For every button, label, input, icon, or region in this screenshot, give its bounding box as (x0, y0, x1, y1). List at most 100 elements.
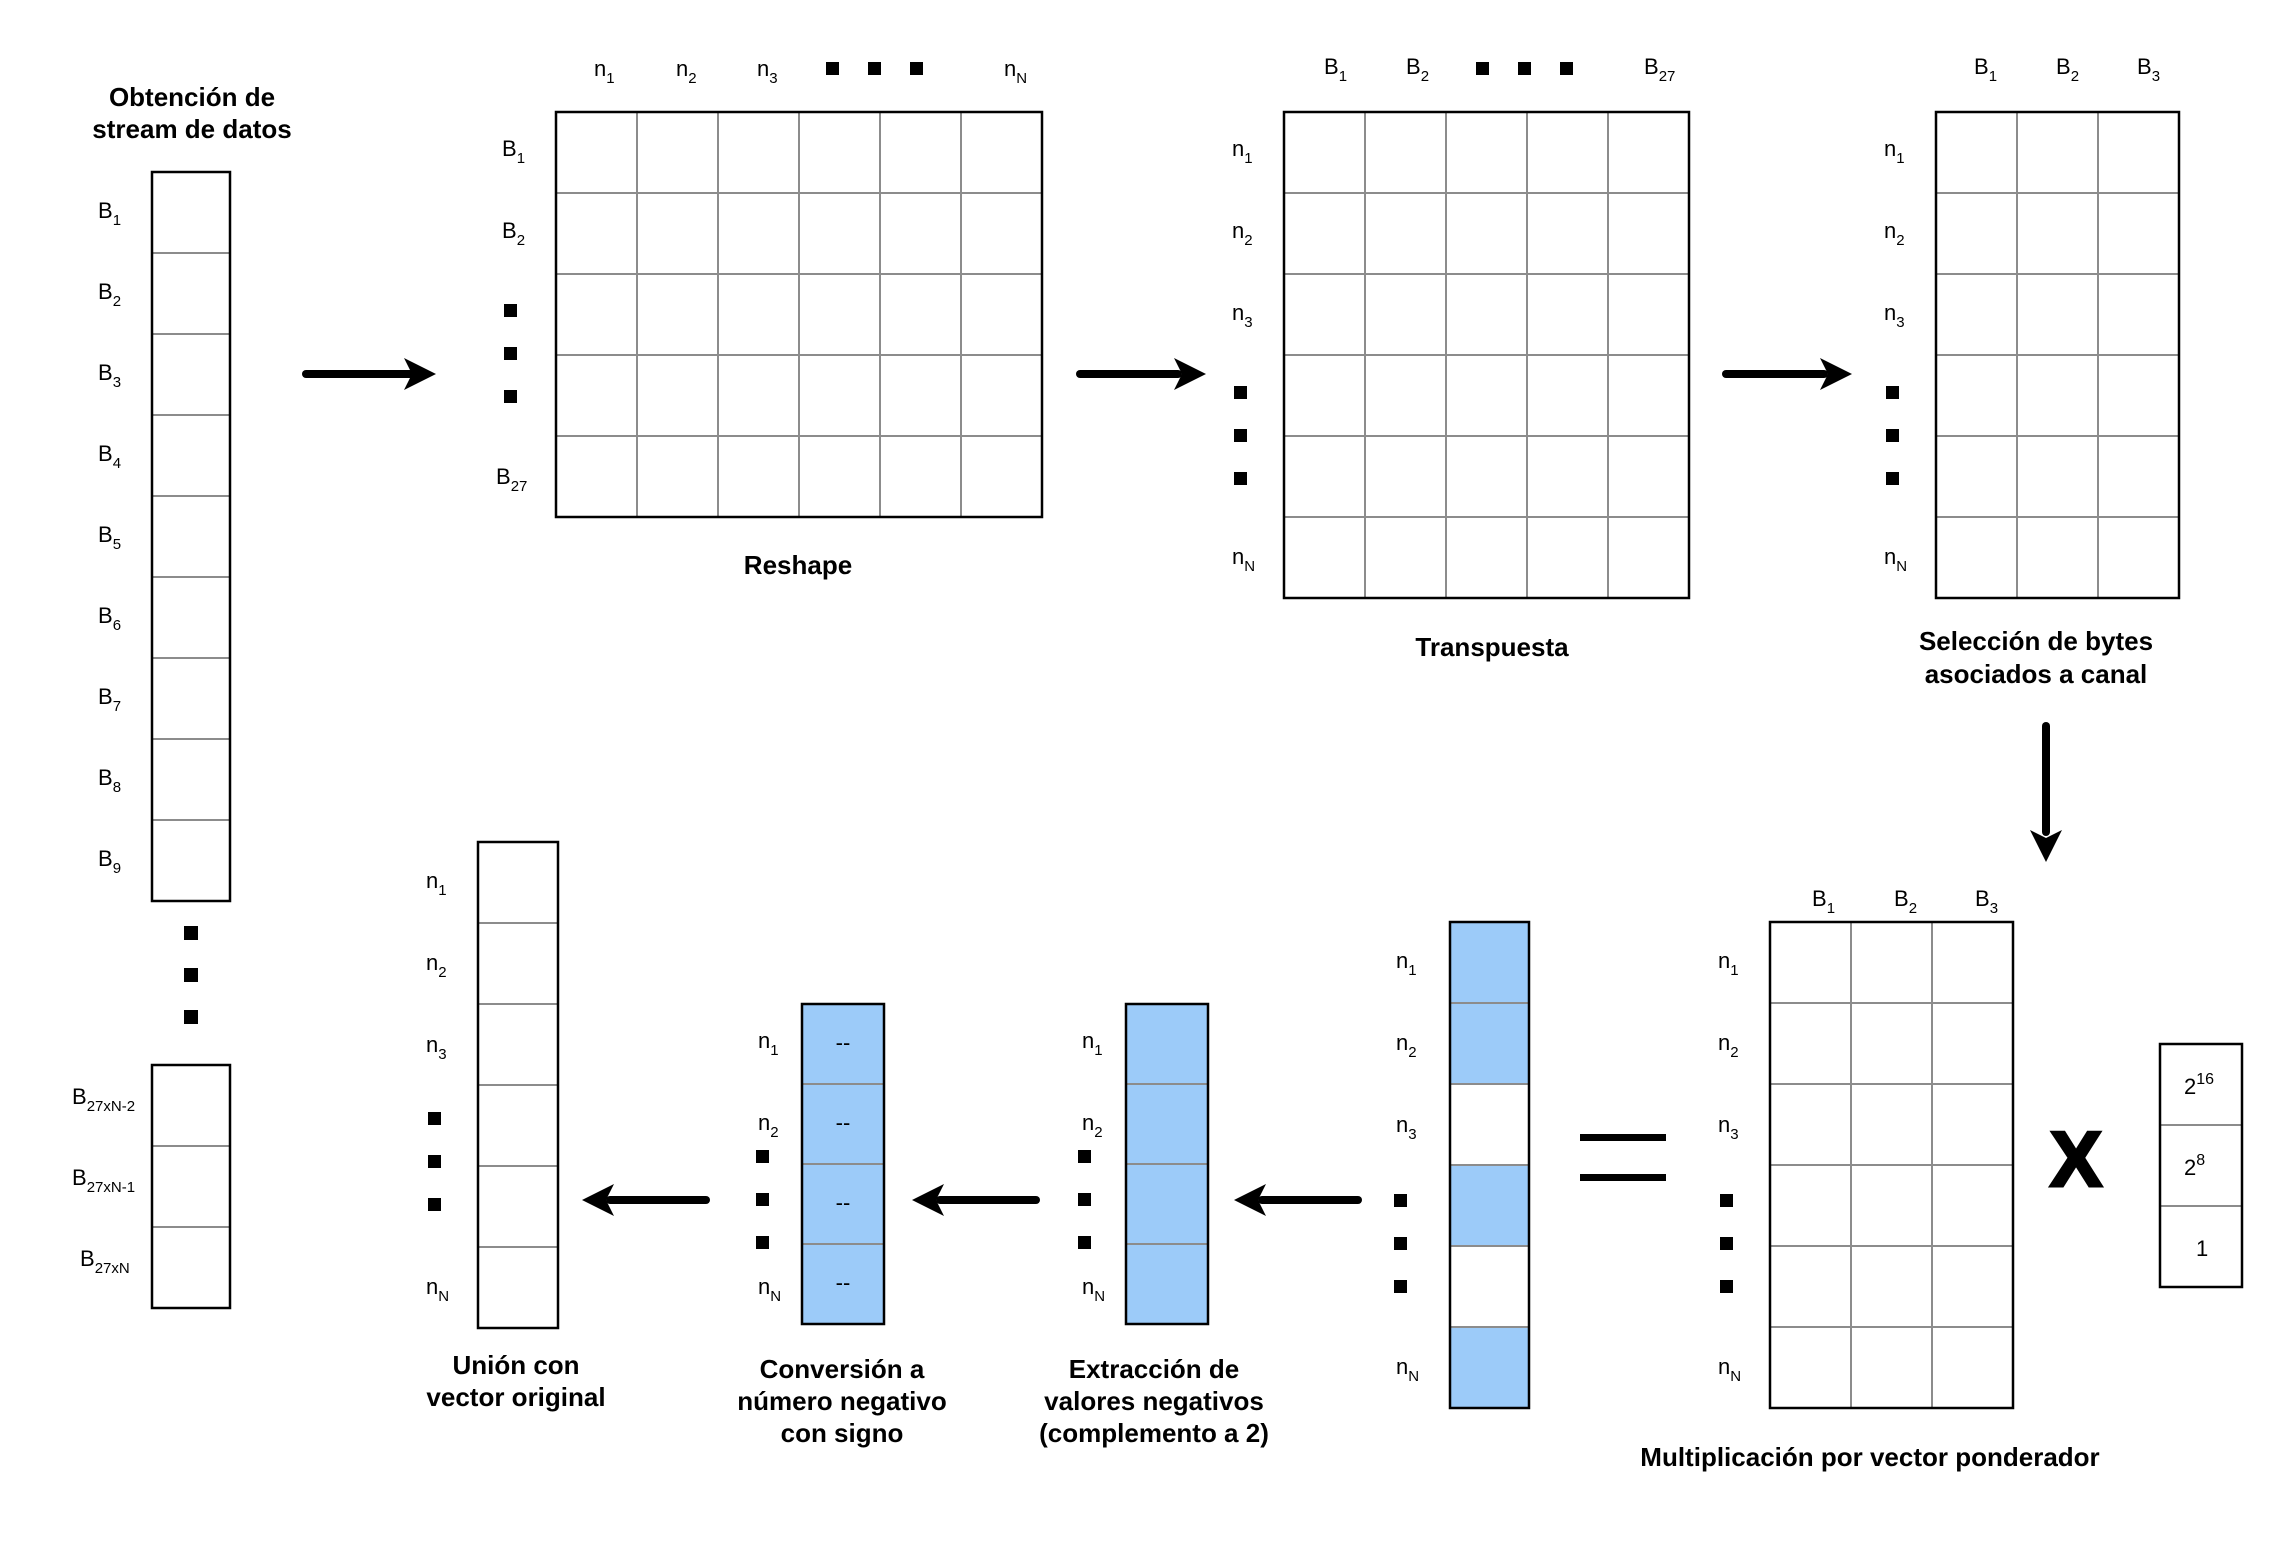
stream-tail-cell-cell (151, 1064, 231, 1147)
stream-ellipsis (184, 926, 198, 1024)
extract-title-line-2: valores negativos (1044, 1386, 1264, 1416)
reshape-row-label-subscript: 27 (511, 478, 528, 495)
weight-label-superscript: 8 (2196, 1152, 2205, 1169)
convert-row-ellipsis (756, 1150, 769, 1249)
extract-row-label: n1 (1082, 1028, 1103, 1059)
stream-label: B7 (98, 684, 121, 715)
select-row-label-base: n (1884, 300, 1896, 325)
union-row-label: nN (426, 1274, 449, 1305)
select-col-label-subscript: 3 (2152, 68, 2160, 85)
convert-row-label-subscript: 1 (770, 1042, 778, 1059)
transpose-col-label-subscript: 27 (1659, 68, 1676, 85)
select-row-label: n1 (1884, 136, 1905, 167)
select-cell (2097, 192, 2180, 275)
transpose-cell (1445, 354, 1528, 437)
extract-cell (1125, 1243, 1209, 1325)
arrow-to-extract (1234, 1184, 1362, 1216)
reshape-col-label-base: n (757, 56, 769, 81)
multiply-col-label: B2 (1894, 886, 1917, 917)
multiply-border (1768, 920, 2015, 1410)
reshape-cell (636, 354, 719, 437)
transpose-row-ellipsis (1234, 386, 1247, 485)
reshape-cell (798, 354, 881, 437)
weight-label: 1 (2196, 1236, 2208, 1261)
ellipsis-dot (1234, 386, 1247, 399)
select-col-label-subscript: 2 (2071, 68, 2079, 85)
result-row-label-base: n (1396, 1354, 1408, 1379)
weight-label-base: 2 (2184, 1074, 2196, 1099)
extract-row-label-base: n (1082, 1028, 1094, 1053)
reshape-cell (555, 111, 638, 194)
convert-cell-text: -- (836, 1030, 851, 1055)
stream-cell-cell (151, 738, 231, 821)
ellipsis-dot (1078, 1236, 1091, 1249)
convert-border (800, 1002, 886, 1326)
reshape-cell (798, 435, 881, 518)
reshape-col-label: n3 (757, 56, 778, 87)
extract-row-label: nN (1082, 1274, 1105, 1305)
multiply-cell (1850, 1164, 1933, 1247)
result-row-label-subscript: 3 (1408, 1126, 1416, 1143)
select-cell (1935, 435, 2018, 518)
multiply-row-label-base: n (1718, 1030, 1730, 1055)
extract-row-ellipsis (1078, 1150, 1091, 1249)
multiply-row-label-subscript: 3 (1730, 1126, 1738, 1143)
weight-label-base: 2 (2184, 1155, 2196, 1180)
convert-row-label-base: n (758, 1274, 770, 1299)
reshape-col-label-subscript: 2 (688, 70, 696, 87)
union-border (476, 840, 560, 1330)
reshape-row-label: B27 (496, 464, 527, 495)
arrow-to-convert (912, 1184, 1040, 1216)
extract-row-label-base: n (1082, 1110, 1094, 1135)
ellipsis-dot (1394, 1194, 1407, 1207)
transpose-col-label: B2 (1406, 54, 1429, 85)
ellipsis-dot (184, 926, 198, 940)
union-row-label-subscript: 1 (438, 882, 446, 899)
union-cell (477, 922, 559, 1005)
reshape-cell (960, 354, 1043, 437)
ellipsis-dot (1234, 429, 1247, 442)
union-vector (476, 840, 560, 1330)
result-cell-negative (1449, 1326, 1530, 1409)
multiply-col-label-base: B (1894, 886, 1909, 911)
reshape-row-label-subscript: 1 (517, 150, 525, 167)
stream-tail-label-base: B (72, 1084, 87, 1109)
convert-row-label-subscript: N (770, 1288, 781, 1305)
stream-label-base: B (98, 603, 113, 628)
transpose-cell (1526, 516, 1609, 599)
transpose-cell (1283, 111, 1366, 194)
multiply-cell (1850, 1083, 1933, 1166)
multiply-row-label-subscript: 2 (1730, 1044, 1738, 1061)
select-title-line-1: Selección de bytes (1919, 626, 2153, 656)
reshape-cell (798, 111, 881, 194)
convert-cell-text: -- (836, 1110, 851, 1135)
reshape-cell (798, 273, 881, 356)
reshape-matrix (554, 110, 1044, 519)
select-cell (2016, 111, 2099, 194)
weight-label-base: 1 (2196, 1236, 2208, 1261)
stream-label-base: B (98, 279, 113, 304)
union-cell (477, 1003, 559, 1086)
select-col-label-subscript: 1 (1989, 68, 1997, 85)
stream-label: B4 (98, 441, 121, 472)
multiply-cell (1769, 1083, 1852, 1166)
union-row-label-subscript: N (438, 1288, 449, 1305)
multiply-cell (1850, 1245, 1933, 1328)
transpose-cell (1283, 273, 1366, 356)
transpose-cell (1445, 435, 1528, 518)
select-cell (2016, 273, 2099, 356)
transpose-col-label: B1 (1324, 54, 1347, 85)
reshape-cell (798, 192, 881, 275)
transpose-matrix (1282, 110, 1691, 600)
reshape-title: Reshape (744, 550, 852, 580)
reshape-row-label-base: B (502, 136, 517, 161)
convert-cell (801, 1243, 885, 1325)
extract-vector (1124, 1002, 1210, 1326)
union-cell (477, 841, 559, 924)
